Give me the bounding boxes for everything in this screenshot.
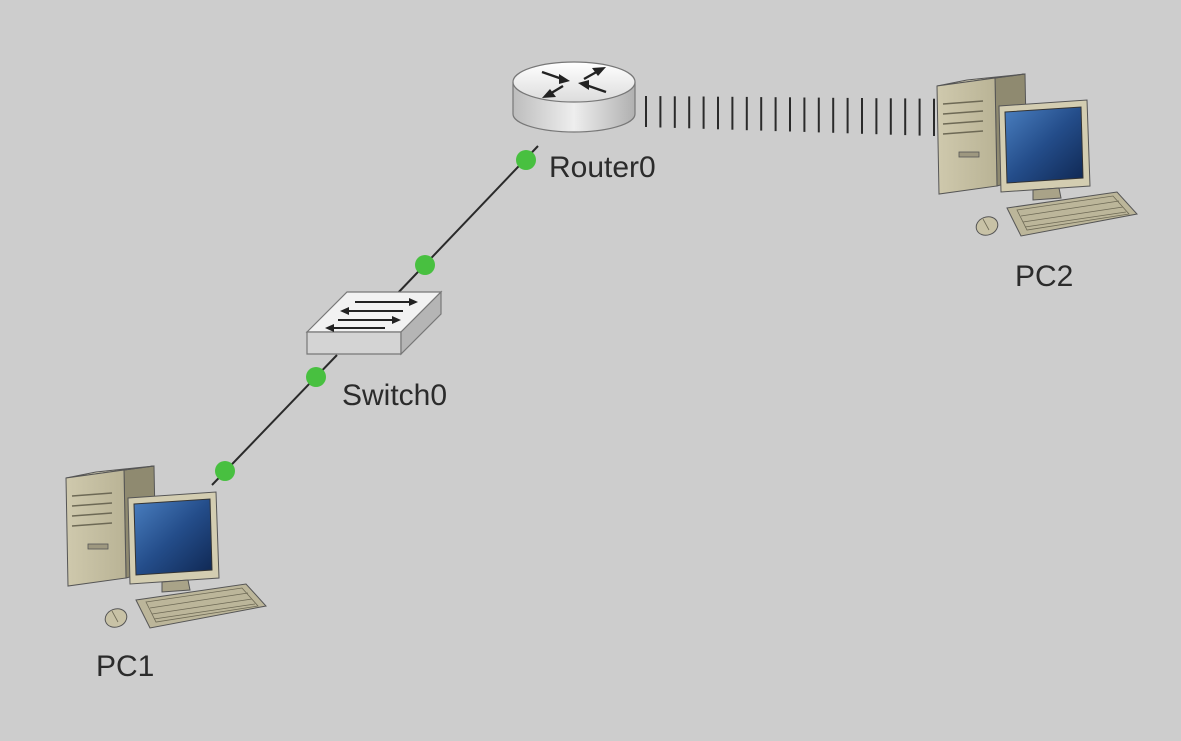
switch-icon[interactable] [305, 290, 443, 356]
pc2-icon[interactable] [936, 73, 1138, 239]
link-switch0-router0[interactable] [395, 145, 539, 296]
link-up-dot-router0 [516, 150, 536, 170]
pc1-label: PC1 [96, 650, 155, 683]
router0-label: Router0 [549, 151, 656, 184]
link-status-indicators [215, 150, 536, 481]
link-up-dot-pc1 [215, 461, 235, 481]
pc1-icon[interactable] [65, 465, 267, 631]
pc2-label: PC2 [1015, 260, 1074, 293]
router-icon[interactable] [512, 61, 636, 133]
link-up-dot-switch0-uplink [415, 255, 435, 275]
link-router0-pc2-dashed[interactable] [645, 96, 935, 136]
link-up-dot-switch0-downlink [306, 367, 326, 387]
switch0-label: Switch0 [342, 379, 448, 412]
